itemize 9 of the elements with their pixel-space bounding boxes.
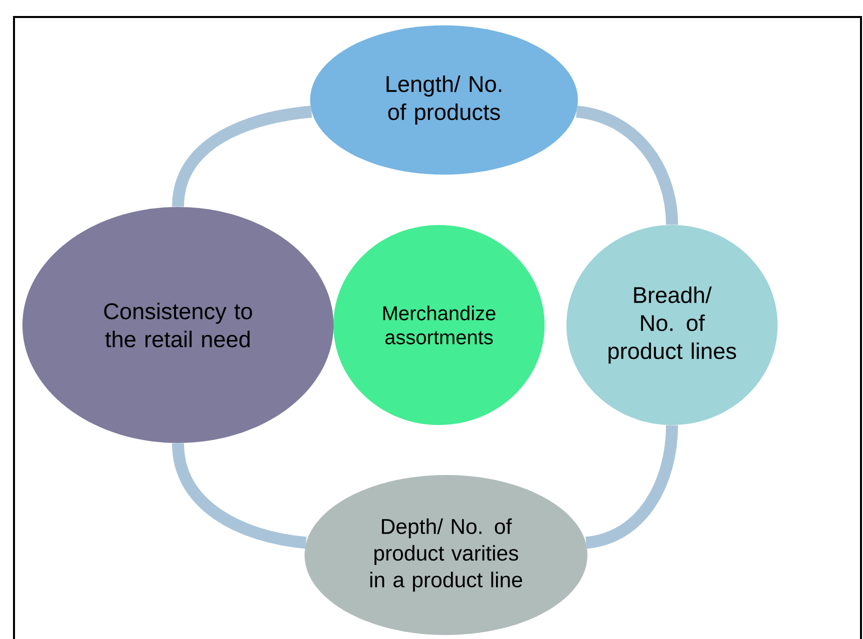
ellipse-node: Consistency to the retail need	[22, 207, 334, 443]
ring-segment	[172, 106, 312, 208]
ring-segment	[585, 425, 678, 549]
ring-segment	[172, 442, 307, 549]
ellipse-node: Depth/ No. of product varities in a product line	[304, 475, 588, 635]
ellipse-node: Merchandize assortments	[333, 225, 545, 425]
ellipse-node: Breadh/ No. of product lines	[566, 225, 778, 425]
ring-segment	[576, 106, 678, 226]
ellipse-node: Length/ No. of products	[310, 25, 578, 175]
